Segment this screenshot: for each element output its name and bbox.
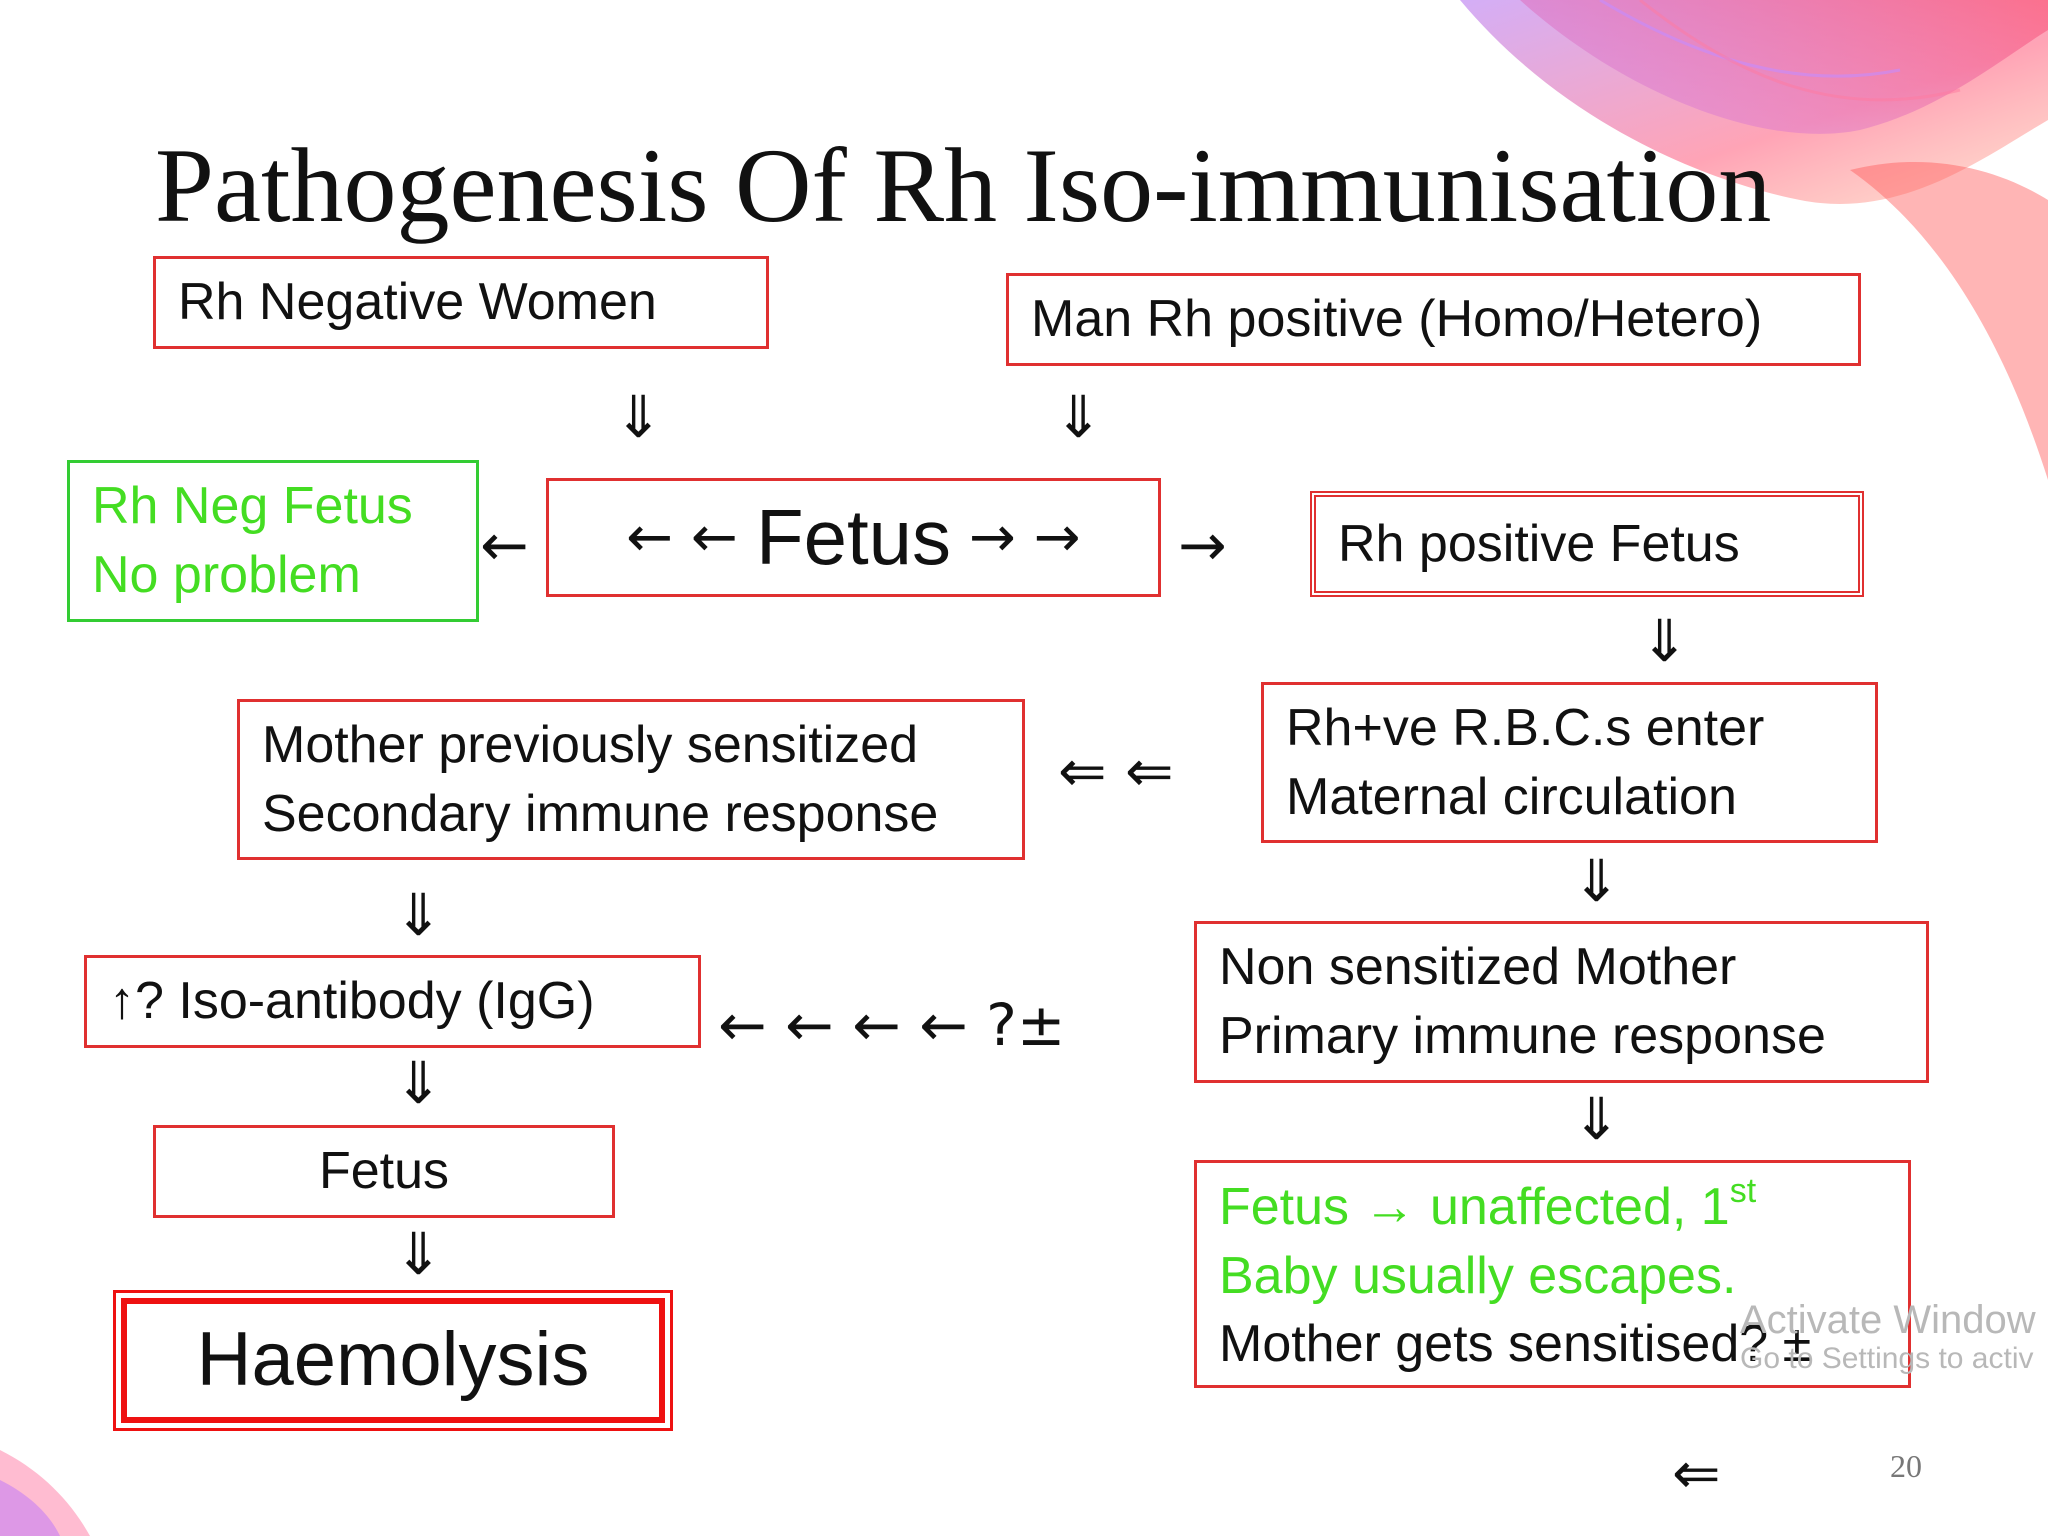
iso-antibody-label: ↑? Iso-antibody (IgG): [109, 972, 595, 1031]
back-navigation-arrow-icon[interactable]: ⇐: [1672, 1439, 1721, 1507]
fetus-lower-label: Fetus: [318, 1142, 450, 1201]
rh-positive-fetus-label: Rh positive Fetus: [1338, 514, 1740, 573]
rh-negative-women-label: Rh Negative Women: [178, 273, 657, 332]
fetus-center-label: Fetus: [755, 493, 952, 582]
man-rh-positive-box: Man Rh positive (Homo/Hetero): [1006, 273, 1861, 366]
non-sensitized-line1: Non sensitized Mother: [1219, 938, 1737, 997]
watermark-line2: Go to Settings to activ: [1740, 1342, 2034, 1375]
double-left-arrows: ⇐ ⇐: [1058, 737, 1174, 805]
down-arrow-iso-antibody: ⇓: [394, 1049, 443, 1117]
rbc-enter-line2: Maternal circulation: [1286, 767, 1737, 826]
down-arrow-rh-pos: ⇓: [1640, 607, 1689, 675]
rbc-enter-box: Rh+ve R.B.C.s enter Maternal circulation: [1261, 682, 1878, 843]
rh-neg-fetus-line1: Rh Neg Fetus: [92, 477, 413, 536]
previously-sensitized-line1: Mother previously sensitized: [262, 715, 919, 774]
down-arrow-non-sensitized: ⇓: [1572, 1085, 1621, 1153]
watermark-line1: Activate Window: [1740, 1298, 2036, 1342]
non-sensitized-line2: Primary immune response: [1219, 1007, 1826, 1065]
haemolysis-box: Haemolysis: [113, 1290, 673, 1431]
fetus-lower-box: Fetus: [153, 1125, 615, 1218]
page-title: Pathogenesis Of Rh Iso-immunisation: [155, 127, 1772, 244]
unaffected-line3: Mother gets sensitised? ±: [1219, 1315, 1812, 1374]
rh-positive-fetus-box: Rh positive Fetus: [1310, 491, 1864, 597]
down-arrow-man: ⇓: [1054, 383, 1103, 451]
right-arrow-to-rh-pos: →: [1178, 511, 1227, 579]
rh-negative-women-box: Rh Negative Women: [153, 256, 769, 349]
previously-sensitized-box: Mother previously sensitized Secondary i…: [237, 699, 1025, 860]
chain-left-arrows: ← ← ← ← ?±: [718, 991, 1066, 1059]
fetus-left-arrows: ← ←: [626, 504, 738, 570]
unaffected-line2: Baby usually escapes.: [1219, 1246, 1737, 1305]
left-arrow-to-rh-neg: ←: [480, 511, 529, 579]
man-rh-positive-label: Man Rh positive (Homo/Hetero): [1031, 290, 1763, 349]
unaffected-box: Fetus → unaffected, 1st Baby usually esc…: [1194, 1160, 1911, 1388]
down-arrow-sensitized: ⇓: [394, 881, 443, 949]
down-arrow-women: ⇓: [614, 383, 663, 451]
rbc-enter-line1: Rh+ve R.B.C.s enter: [1286, 698, 1765, 757]
non-sensitized-box: Non sensitized Mother Primary immune res…: [1194, 921, 1929, 1083]
activate-windows-watermark: Activate Window Go to Settings to activ: [1740, 1298, 2036, 1375]
iso-antibody-box: ↑? Iso-antibody (IgG): [84, 955, 701, 1048]
fetus-right-arrows: → →: [969, 504, 1081, 570]
haemolysis-label: Haemolysis: [196, 1317, 590, 1403]
down-arrow-rbc: ⇓: [1572, 847, 1621, 915]
fetus-center-box: ← ← Fetus → →: [546, 478, 1161, 597]
page-number: 20: [1890, 1448, 1922, 1484]
rh-neg-fetus-line2: No problem: [92, 546, 361, 604]
down-arrow-fetus-lower: ⇓: [394, 1220, 443, 1288]
unaffected-line1: Fetus → unaffected, 1st: [1219, 1172, 1757, 1237]
previously-sensitized-line2: Secondary immune response: [262, 784, 939, 843]
rh-neg-fetus-box: Rh Neg Fetus No problem: [67, 460, 479, 622]
